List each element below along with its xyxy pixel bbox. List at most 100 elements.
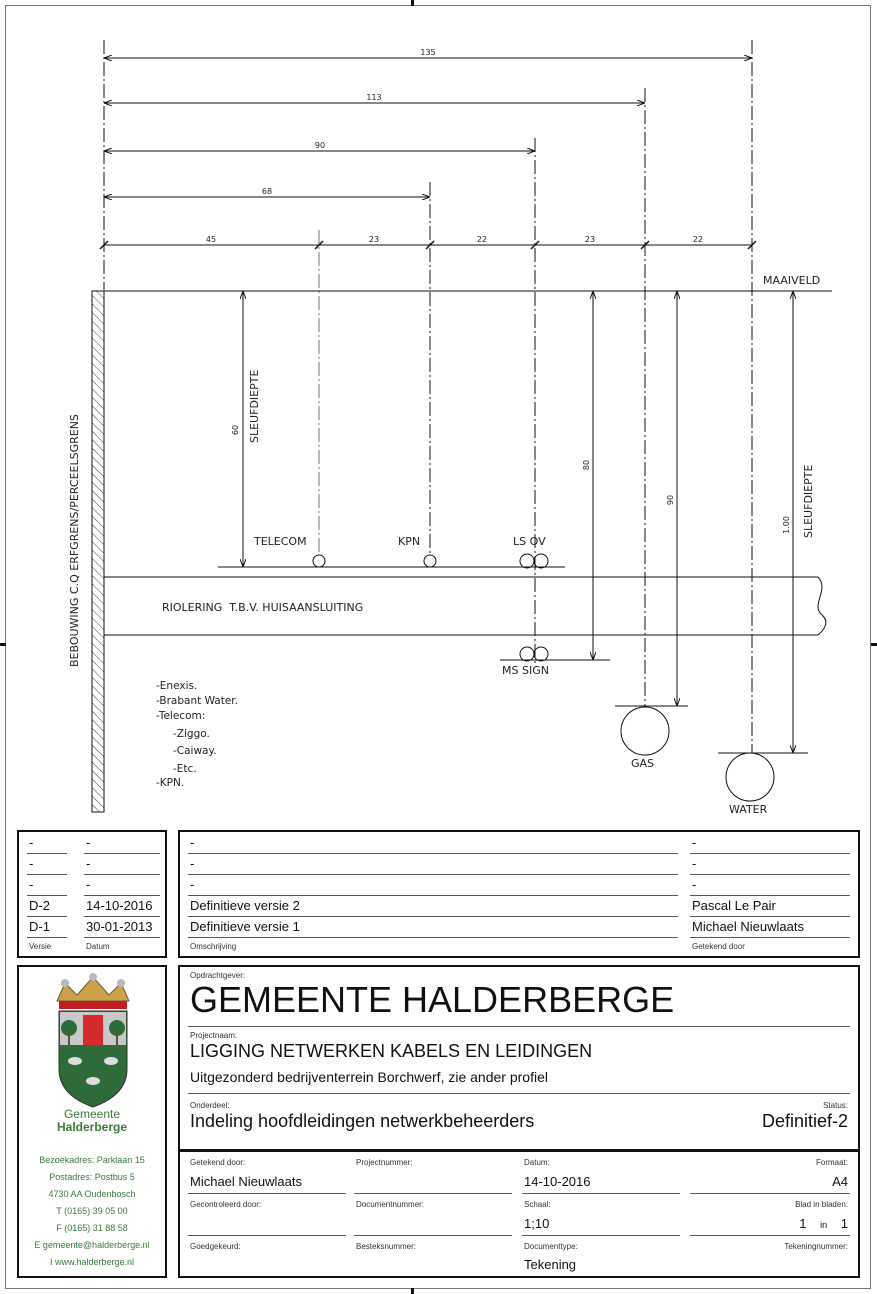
- center-mark-top: [411, 0, 414, 6]
- depth-100-label: 1.00: [782, 516, 791, 534]
- list-item: -Brabant Water.: [156, 695, 238, 707]
- municipality-logo-box: Gemeente Halderberge Bezoekadres: Parkla…: [17, 965, 167, 1278]
- dim-113-label: 113: [366, 93, 381, 102]
- telecom-cable: [312, 554, 326, 568]
- center-mark-left: [0, 643, 6, 646]
- sleufdiepte-left-label: SLEUFDIEPTE: [248, 370, 261, 443]
- revision-description-box: - - - - - - Definitieve versie 2 Pascal …: [178, 830, 860, 958]
- fax: F (0165) 31 88 58: [56, 1223, 128, 1233]
- revision-date: -: [86, 856, 91, 871]
- revision-author: Pascal Le Pair: [692, 898, 776, 913]
- list-item: -Caiway.: [173, 745, 217, 757]
- approved-label: Goedgekeurd:: [190, 1242, 241, 1251]
- sign-cable: [533, 646, 549, 662]
- revision-author: Michael Nieuwlaats: [692, 919, 804, 934]
- logo-name-line1: Gemeente: [63, 1107, 121, 1121]
- riolering-label: RIOLERING T.B.V. HUISAANSLUITING: [162, 601, 363, 614]
- email-link[interactable]: E gemeente@halderberge.nl: [34, 1240, 150, 1250]
- versie-header: Versie: [29, 942, 52, 951]
- title-block-details: Getekend door: Projectnummer: Datum: For…: [178, 1150, 860, 1278]
- ms-cable: [519, 646, 535, 662]
- document-number-label: Documentnummer:: [356, 1200, 425, 1209]
- revision-version: D-2: [29, 898, 50, 913]
- revision-author: -: [692, 877, 697, 892]
- projectnaam-label: Projectnaam:: [190, 1031, 238, 1040]
- list-item: -Telecom:: [156, 710, 205, 722]
- building-wall: [91, 290, 105, 813]
- dim-90-label: 90: [315, 141, 325, 150]
- ls-ov-label: LS OV: [513, 535, 546, 548]
- visiting-address: Bezoekadres: Parklaan 15: [39, 1155, 145, 1165]
- depth-90-label: 90: [666, 495, 675, 505]
- revision-version: -: [29, 877, 34, 892]
- list-item: -Etc.: [173, 763, 197, 775]
- boundary-label: BEBOUWING C.Q ERFGRENS/PERCEELSGRENS: [68, 414, 81, 667]
- dim-68-label: 68: [262, 187, 272, 196]
- telecom-label: TELECOM: [253, 535, 307, 548]
- network-operators-list: -Enexis. -Brabant Water. -Telecom: -Zigg…: [156, 680, 238, 789]
- opdrachtgever-label: Opdrachtgever:: [190, 971, 246, 980]
- sheet-number: 1: [799, 1216, 807, 1231]
- component-name: Indeling hoofdleidingen netwerkbeheerder…: [190, 1111, 535, 1131]
- drawn-by-label: Getekend door:: [190, 1158, 246, 1167]
- sewer-break-line: [817, 576, 827, 636]
- phone: T (0165) 39 05 00: [56, 1206, 128, 1216]
- scale-label: Schaal:: [524, 1200, 551, 1209]
- drawn-by-value: Michael Nieuwlaats: [190, 1174, 302, 1189]
- revision-author: -: [692, 856, 697, 871]
- website-link[interactable]: I www.halderberge.nl: [49, 1257, 135, 1267]
- date-label: Datum:: [524, 1158, 550, 1167]
- water-pipe: [725, 752, 775, 802]
- revision-version-box: - - - - - - D-2 14-10-2016 D-1 30-01-201…: [17, 830, 167, 958]
- kpn-label: KPN: [398, 535, 420, 548]
- getekend-header: Getekend door: [692, 942, 745, 951]
- postal-code: 4730 AA Oudenbosch: [48, 1189, 136, 1199]
- gas-label: GAS: [631, 757, 654, 770]
- list-item: -KPN.: [156, 777, 184, 789]
- revision-description: -: [190, 856, 195, 871]
- dim-chain-label: 23: [585, 235, 595, 244]
- kpn-cable: [423, 554, 437, 568]
- format-label: Formaat:: [815, 1158, 848, 1167]
- onderdeel-label: Onderdeel:: [190, 1101, 230, 1110]
- water-label: WATER: [729, 803, 768, 816]
- sleufdiepte-right-label: SLEUFDIEPTE: [802, 465, 815, 538]
- checked-by-label: Gecontroleerd door:: [190, 1200, 262, 1209]
- depth-80-label: 80: [582, 460, 591, 470]
- revision-description: Definitieve versie 2: [190, 898, 300, 913]
- status-label: Status:: [823, 1101, 848, 1110]
- datum-header: Datum: [86, 942, 110, 951]
- ov-cable: [533, 553, 549, 569]
- revision-date: 14-10-2016: [86, 898, 153, 913]
- ms-sign-label: MS SIGN: [502, 664, 549, 677]
- revision-version: D-1: [29, 919, 50, 934]
- project-number-label: Projectnummer:: [356, 1158, 413, 1167]
- date-value: 14-10-2016: [524, 1174, 591, 1189]
- center-mark-bottom: [411, 1288, 414, 1294]
- revision-description: Definitieve versie 1: [190, 919, 300, 934]
- revision-author: -: [692, 835, 697, 850]
- drawing-number-label: Tekeningnummer:: [784, 1242, 848, 1251]
- logo-name-line2: Halderberge: [56, 1120, 128, 1134]
- document-type-label: Documenttype:: [524, 1242, 578, 1251]
- center-mark-right: [871, 643, 877, 646]
- document-type-value: Tekening: [524, 1257, 577, 1272]
- list-item: -Enexis.: [156, 680, 197, 692]
- status-value: Definitief-2: [761, 1111, 848, 1131]
- project-name: LIGGING NETWERKEN KABELS EN LEIDINGEN: [190, 1041, 593, 1061]
- client-name: GEMEENTE HALDERBERGE: [190, 979, 675, 1020]
- sheet-border: [5, 5, 871, 1289]
- dim-chain-label: 22: [477, 235, 487, 244]
- ls-cable: [519, 553, 535, 569]
- revision-date: 30-01-2013: [86, 919, 153, 934]
- title-block-main: Opdrachtgever: GEMEENTE HALDERBERGE Proj…: [178, 965, 860, 1151]
- coat-of-arms-logo: [56, 973, 130, 1108]
- dim-chain-label: 23: [369, 235, 379, 244]
- revision-date: -: [86, 877, 91, 892]
- depth-60-label: 60: [231, 425, 240, 435]
- specification-number-label: Besteksnummer:: [356, 1242, 417, 1251]
- revision-description: -: [190, 835, 195, 850]
- sheet-total: 1: [840, 1216, 848, 1231]
- sheet-value: 1 in 1: [799, 1216, 848, 1231]
- revision-date: -: [86, 835, 91, 850]
